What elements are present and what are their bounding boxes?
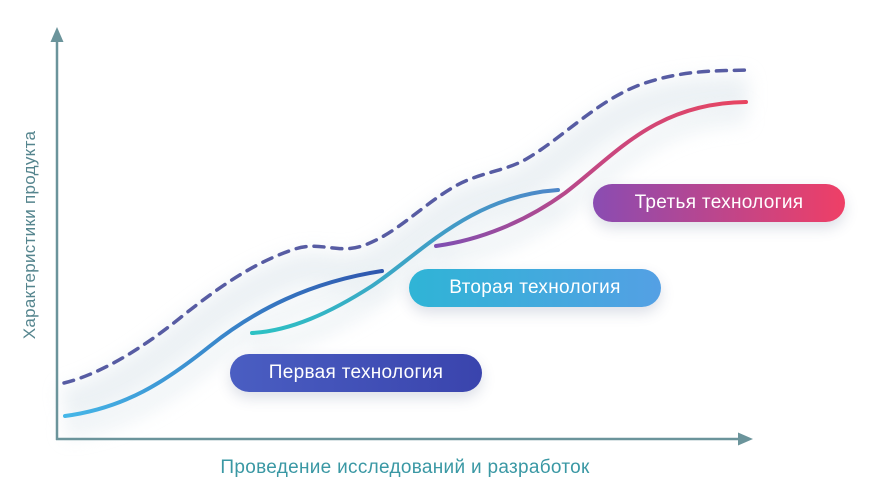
badge-third-technology-label: Третья технология: [634, 192, 804, 213]
second-technology-curve: [250, 188, 560, 335]
badge-second-technology: Вторая технология: [409, 269, 661, 307]
badge-second-technology-label: Вторая технология: [449, 277, 621, 298]
envelope-shadow: [59, 75, 749, 422]
first-curve-shadow: [63, 277, 384, 438]
x-axis-arrow-icon: [738, 432, 753, 446]
envelope-dashed-curve: [62, 68, 750, 385]
third-technology-curve: [434, 100, 748, 248]
x-axis-label: Проведение исследований и разработок: [220, 457, 590, 478]
badge-first-technology: Первая технология: [230, 354, 482, 392]
badge-first-technology-label: Первая технология: [268, 362, 444, 383]
y-axis-arrow-icon: [50, 27, 64, 42]
badge-third-technology: Третья технология: [593, 184, 845, 222]
second-curve-shadow: [251, 196, 559, 355]
third-curve-shadow: [434, 108, 747, 268]
first-technology-curve: [63, 269, 384, 418]
y-axis-label: Характеристики продукта: [20, 130, 39, 340]
